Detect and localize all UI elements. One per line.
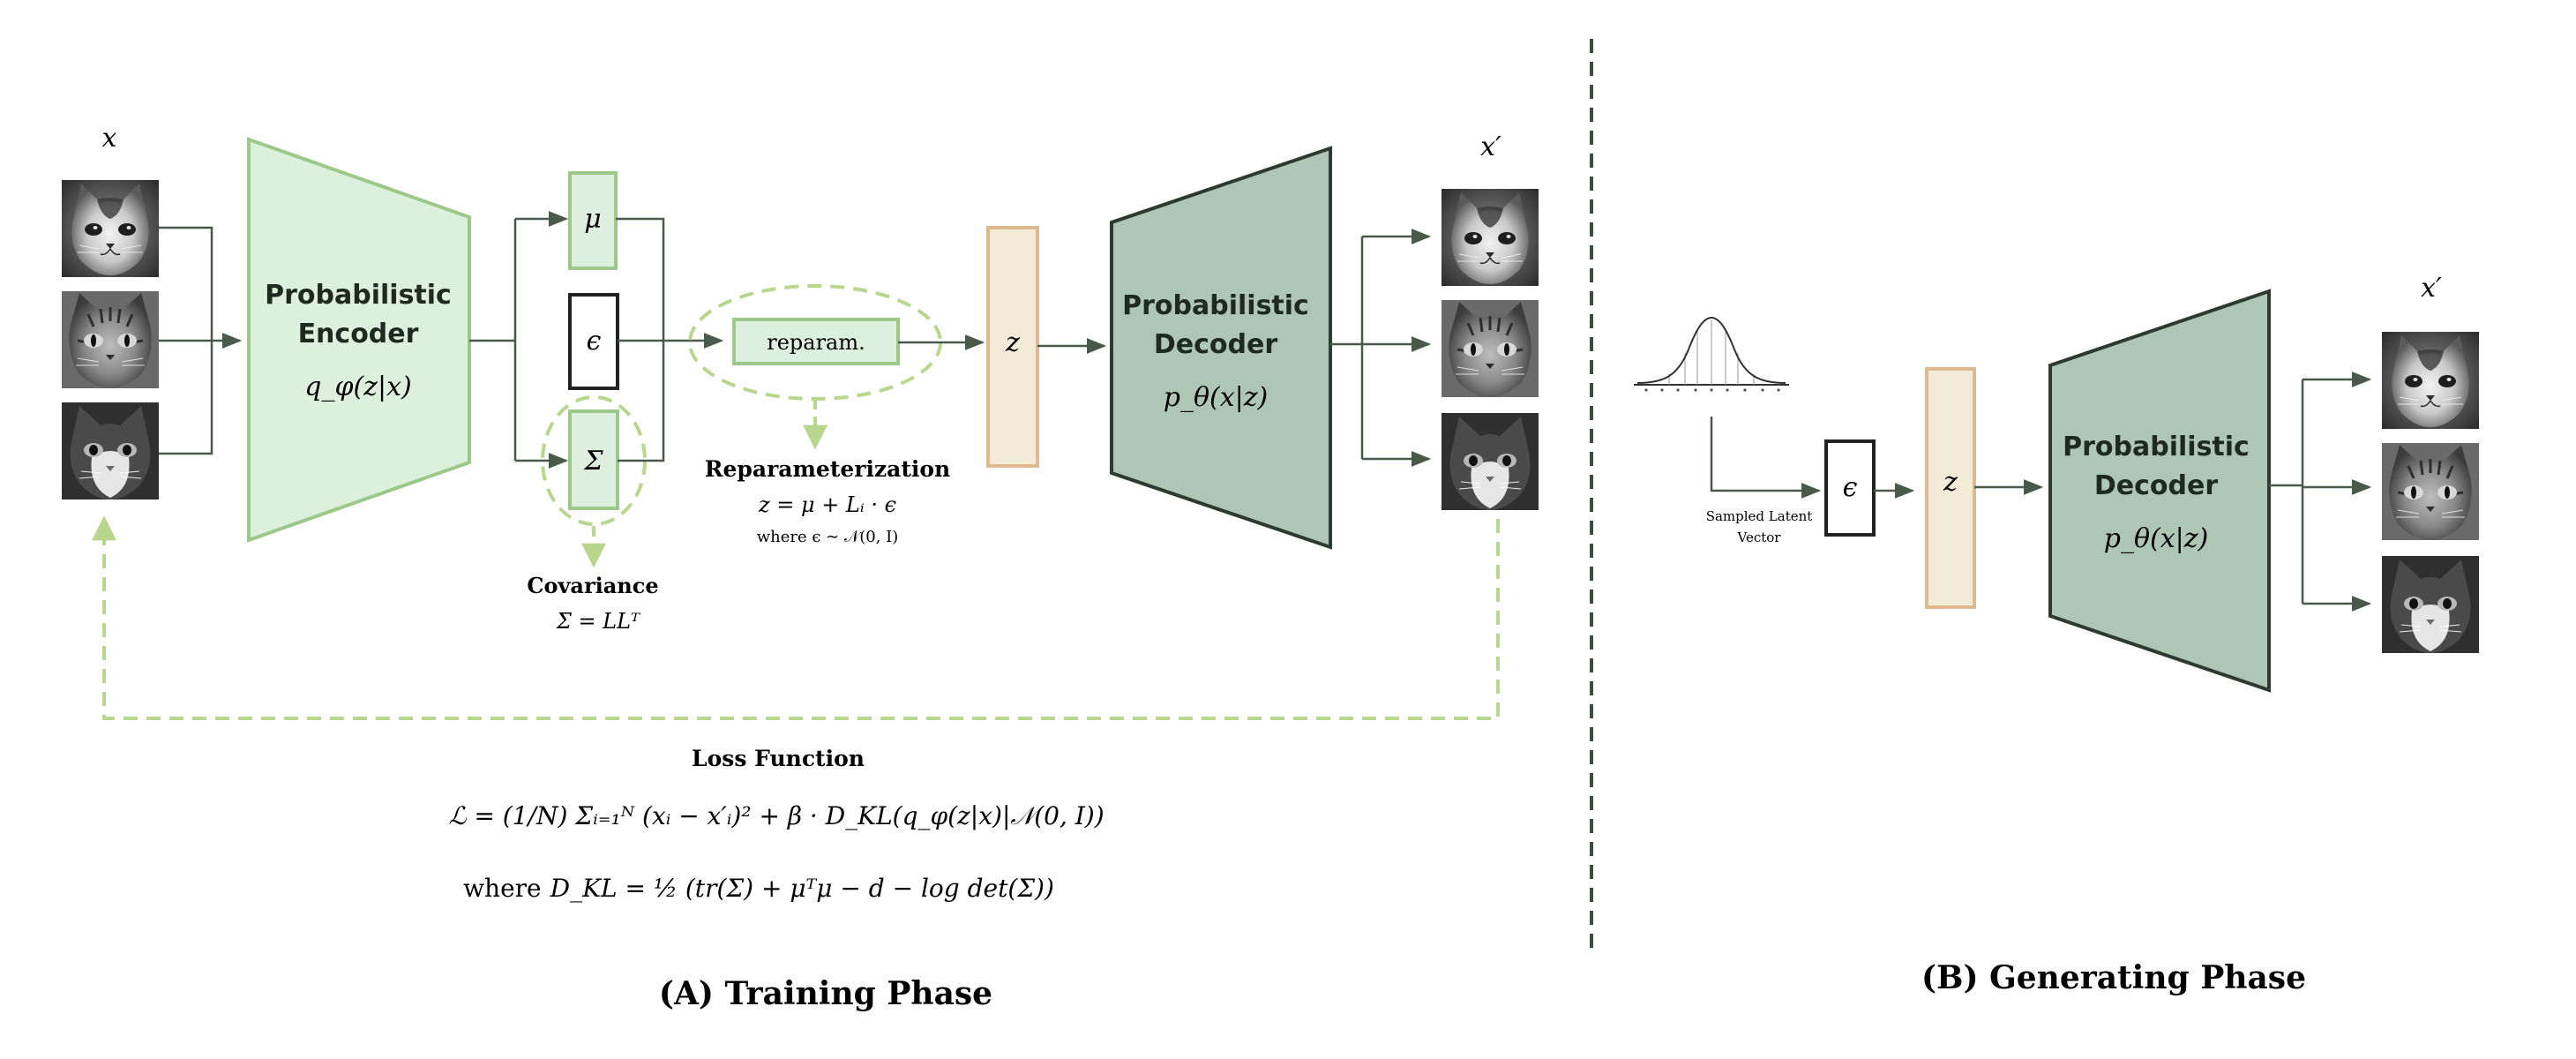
sigma-label: Σ: [583, 446, 603, 477]
epsilon-label: ϵ: [587, 326, 602, 357]
gen-output-cat-image-1: [2381, 331, 2480, 430]
input-cat-image-1: [61, 179, 160, 278]
generating-phase-label: (B) Generating Phase: [1921, 959, 2306, 996]
loss-dkl-formula: D_KL = ½ (tr(Σ) + μᵀμ − d − log det(Σ)): [550, 874, 1054, 903]
gen-epsilon-label: ϵ: [1843, 472, 1858, 503]
input-cat-image-3: [61, 402, 160, 500]
encoder-shape: [247, 137, 471, 543]
encoder-formula: q_φ(z|x): [304, 372, 411, 402]
gen-decoder-to-outputs: [2269, 372, 2372, 612]
gaussian-curve-icon: [1634, 316, 1789, 392]
gen-latent-z-box: [1925, 367, 1976, 609]
loss-formula: ℒ = (1/N) Σᵢ₌₁ᴺ (xᵢ − x′ᵢ)² + β · D_KL(q…: [448, 801, 1104, 830]
gen-decoder-shape: [2048, 289, 2271, 693]
encoder-title-2: Encoder: [298, 319, 419, 349]
encoder-to-params: [469, 211, 569, 469]
covariance-formula: Σ = LLᵀ: [556, 609, 640, 634]
sigma-box: [568, 409, 619, 510]
gen-epsilon-box: [1824, 439, 1876, 537]
latent-z-box: [986, 226, 1039, 468]
input-connectors: [159, 226, 243, 455]
mu-label: μ: [584, 204, 602, 235]
gen-output-cat-image-3: [2381, 555, 2480, 654]
gen-decoder-title-2: Decoder: [2094, 470, 2218, 501]
gen-latent-z-label: z: [1943, 467, 1958, 498]
reparameterization-title: Reparameterization: [705, 456, 951, 482]
encoder-title-1: Probabilistic: [265, 280, 452, 311]
generating-phase: Sampled Latent Vector ϵ z Probabilistic …: [1634, 273, 2481, 996]
latent-z-label: z: [1005, 327, 1020, 358]
sampled-latent-label-1: Sampled Latent: [1706, 508, 1813, 524]
input-cat-image-2: [60, 289, 161, 390]
params-to-reparam: [616, 217, 724, 462]
epsilon-box: [568, 293, 619, 390]
gen-decoder-formula: p_θ(x|z): [2104, 523, 2209, 554]
reparameterization-formula: z = μ + Lᵢ · ϵ: [758, 492, 896, 517]
decoder-shape: [1110, 146, 1332, 550]
loss-title: Loss Function: [692, 746, 865, 771]
gen-output-label: x′: [2421, 273, 2442, 304]
loss-where-prefix: where: [463, 874, 542, 903]
loss-where-line: where D_KL = ½ (tr(Σ) + μᵀμ − d − log det…: [463, 874, 1054, 903]
covariance-title: Covariance: [527, 573, 658, 598]
decoder-title-1: Probabilistic: [1122, 290, 1309, 321]
decoder-to-outputs: [1330, 229, 1432, 467]
training-phase: x Probabilistic Encoder q_φ(z|x) μ ϵ Σ: [60, 123, 1540, 1012]
output-cat-image-1: [1441, 188, 1539, 287]
output-cat-image-2: [1440, 298, 1540, 399]
sampled-latent-label-2: Vector: [1737, 530, 1782, 545]
training-phase-label: (A) Training Phase: [659, 975, 992, 1012]
reparameterization-where: where ϵ ∼ 𝒩(0, I): [757, 528, 899, 546]
feedback-loop: [92, 515, 1500, 720]
decoder-formula: p_θ(x|z): [1164, 382, 1269, 413]
output-cat-image-3: [1441, 412, 1539, 511]
decoder-title-2: Decoder: [1154, 329, 1277, 360]
reparam-label: reparam.: [767, 330, 865, 355]
output-label: x′: [1480, 131, 1501, 162]
input-label: x: [102, 123, 117, 154]
mu-box: [568, 171, 618, 270]
gen-output-cat-image-2: [2380, 441, 2481, 542]
gaussian-to-epsilon-arrow: [1710, 417, 1822, 499]
gen-decoder-title-1: Probabilistic: [2063, 432, 2250, 462]
